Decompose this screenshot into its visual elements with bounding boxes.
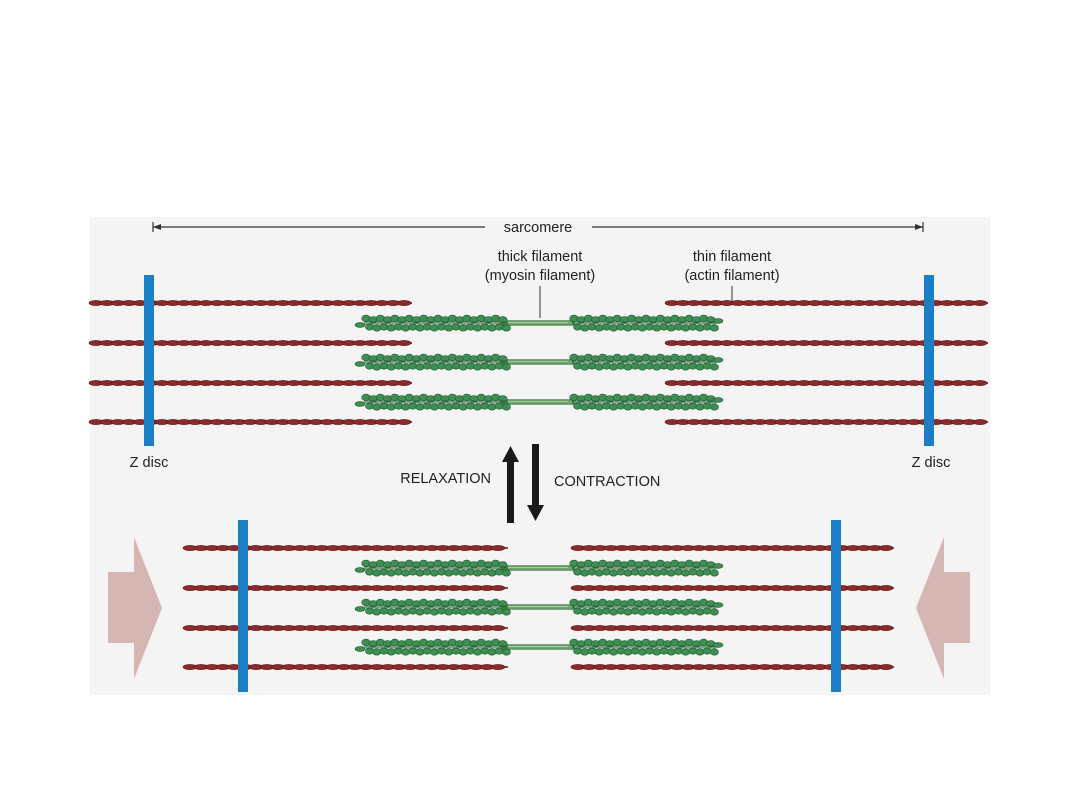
thin-filament-right-2 [664,340,988,346]
relaxation-label: RELAXATION [400,471,491,487]
z-disc-left-label: Z disc [130,455,169,471]
relaxation-arrow-icon [502,446,519,523]
z-disc-right [924,275,934,446]
thick-filament-2 [354,353,724,371]
sarcomere-label: sarcomere [504,220,573,236]
thin-filament-left-1 [88,300,412,306]
thin-filament-left-2 [88,340,412,346]
thin-filament-right-3 [664,380,988,386]
force-arrow-left-icon [108,537,162,679]
sarcomere-arrowhead-right [915,224,923,230]
thick-filament-contracted-1 [354,559,724,577]
thick-filament-3 [354,393,724,411]
thick-filament-label: thick filament [498,249,583,265]
thin-filament-contracted-left-3 [182,625,508,631]
relaxed-sarcomere [88,275,988,446]
actin-filament-label: (actin filament) [684,268,779,284]
thick-filament-1 [354,314,724,332]
force-arrow-right-icon [916,537,970,679]
contraction-arrow-icon [527,444,544,521]
contracted-sarcomere [182,520,894,692]
thick-filament-contracted-2 [354,598,724,616]
z-disc-contracted-left [238,520,248,692]
sarcomere-arrowhead-left [153,224,161,230]
contraction-label: CONTRACTION [554,474,660,490]
state-arrows: RELAXATION CONTRACTION [400,444,660,523]
thin-filament-contracted-left-1 [182,545,508,551]
thin-filament-contracted-right-4 [570,664,894,670]
sarcomere-span: sarcomere [152,220,924,236]
thin-filament-contracted-left-4 [182,664,508,670]
thin-filament-contracted-left-2 [182,585,508,591]
thin-filament-left-4 [88,419,412,425]
thin-filament-left-3 [88,380,412,386]
thin-filament-right-4 [664,419,988,425]
thin-filament-label: thin filament [693,249,771,265]
myosin-filament-label: (myosin filament) [485,268,595,284]
thin-filament-contracted-right-2 [570,585,894,591]
z-disc-right-label: Z disc [912,455,951,471]
z-disc-left [144,275,154,446]
thin-filament-contracted-right-1 [570,545,894,551]
thin-filament-contracted-right-3 [570,625,894,631]
thick-filament-contracted-3 [354,638,724,656]
thin-filament-right-1 [664,300,988,306]
z-disc-contracted-right [831,520,841,692]
